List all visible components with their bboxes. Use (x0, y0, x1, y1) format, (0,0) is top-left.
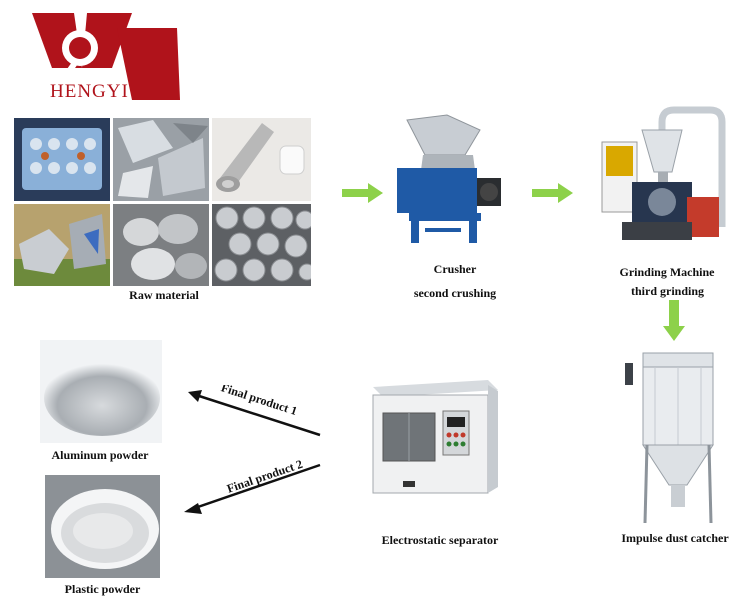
crusher-machine (385, 110, 505, 245)
plastic-powder-label: Plastic powder (45, 582, 160, 597)
crusher-subtitle: second crushing (400, 286, 510, 301)
dust-catcher-machine (615, 345, 730, 525)
flow-arrow-right-1 (342, 183, 384, 203)
flow-arrow-down (663, 300, 685, 342)
arrow-final-product-1: Final product 1 (188, 385, 320, 435)
arrow-final-product-2: Final product 2 (184, 457, 320, 514)
aluminum-powder-photo (40, 340, 162, 443)
flow-arrow-right-2 (532, 183, 574, 203)
photo-foil-scraps (113, 118, 209, 201)
photo-crumpled-foil (14, 204, 110, 286)
raw-material-label: Raw material (116, 288, 212, 303)
electrostatic-separator-machine (363, 375, 503, 503)
grinding-machine (592, 102, 742, 252)
aluminum-powder-label: Aluminum powder (42, 448, 158, 463)
raw-material-photos (14, 118, 311, 286)
photo-can-tops (212, 204, 311, 286)
plastic-powder-photo (45, 475, 160, 578)
photo-tube-and-cap (212, 118, 311, 201)
final-product-2-label: Final product 2 (225, 457, 304, 496)
grinding-title: Grinding Machine (602, 265, 732, 280)
grinding-subtitle: third grinding (610, 284, 725, 299)
dust-catcher-label: Impulse dust catcher (610, 531, 740, 546)
photo-lids (113, 204, 209, 286)
crusher-title: Crusher (405, 262, 505, 277)
output-arrows: Final product 1 Final product 2 (178, 385, 328, 520)
hengyi-logo: HENGYI (12, 8, 182, 103)
logo-text: HENGYI (50, 81, 129, 103)
photo-blister-packs (14, 118, 110, 201)
separator-label: Electrostatic separator (370, 533, 510, 548)
final-product-1-label: Final product 1 (219, 385, 299, 418)
